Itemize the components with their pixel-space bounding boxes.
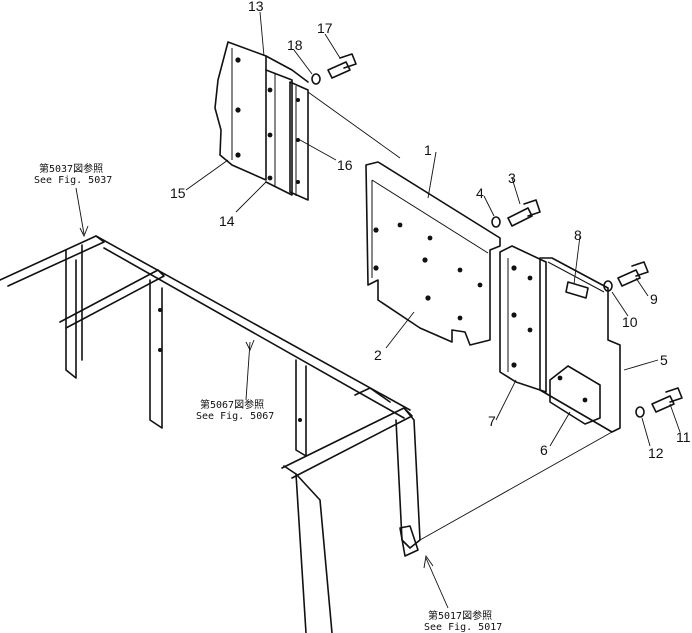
callout-numbers: 1 2 3 4 5 6 7 8 9 10 11 12 13 14 15 16 1… (170, 0, 691, 461)
cab-frame (0, 235, 421, 633)
upper-panel-assembly (214, 41, 357, 201)
callout-13: 13 (248, 0, 264, 14)
callout-11: 11 (676, 429, 691, 445)
callout-18: 18 (287, 37, 303, 53)
callout-17: 17 (317, 20, 333, 36)
ref-5017-jp: 第5017図参照 (428, 609, 492, 622)
callout-15: 15 (170, 185, 186, 201)
ref-5067-en: See Fig. 5067 (196, 411, 274, 422)
callout-16: 16 (337, 157, 353, 173)
callout-7: 7 (488, 413, 496, 429)
right-panel-assembly (499, 245, 683, 433)
callout-5: 5 (660, 352, 668, 368)
callout-8: 8 (574, 227, 582, 243)
center-panel (365, 161, 541, 346)
ref-5037-en: See Fig. 5037 (34, 175, 112, 186)
callout-10: 10 (622, 314, 638, 330)
ref-5037-jp: 第5037図参照 (39, 162, 103, 175)
callout-12: 12 (648, 445, 664, 461)
ref-5017-en: See Fig. 5017 (424, 622, 502, 633)
leader-lines (75, 11, 681, 609)
ref-5067-jp: 第5067図参照 (200, 398, 264, 411)
callout-9: 9 (650, 291, 658, 307)
callout-4: 4 (476, 185, 484, 201)
callout-6: 6 (540, 442, 548, 458)
callout-1: 1 (424, 142, 432, 158)
callout-14: 14 (219, 213, 235, 229)
figure-references: 第5037図参照 See Fig. 5037 第5067図参照 See Fig.… (34, 162, 502, 633)
callout-2: 2 (374, 347, 382, 363)
callout-3: 3 (508, 170, 516, 186)
